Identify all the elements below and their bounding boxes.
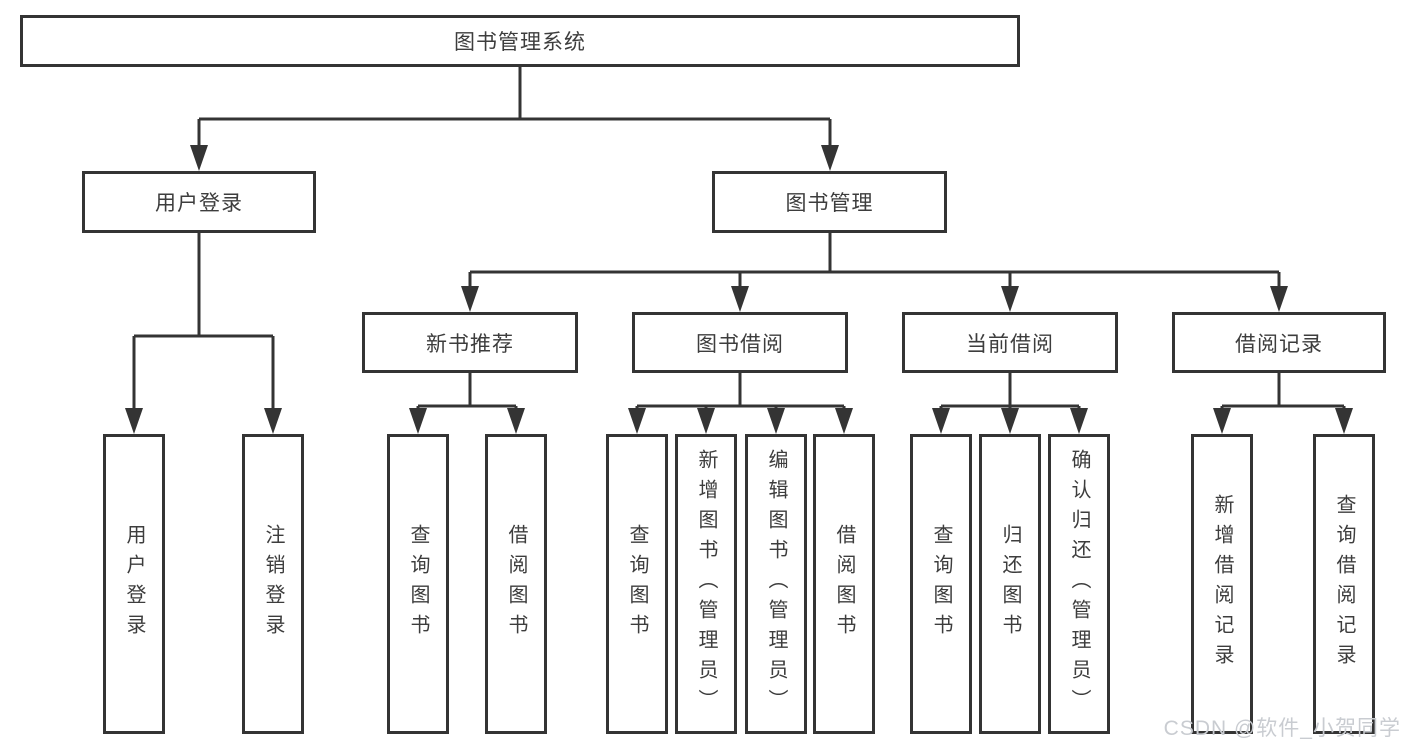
node-leaf-query-books-2: 查询图书: [606, 434, 668, 734]
node-leaf-add-book-admin: 新增图书（管理员）: [675, 434, 737, 734]
node-leaf-query-books-1: 查询图书: [387, 434, 449, 734]
node-leaf-return-books: 归还图书: [979, 434, 1041, 734]
node-current-borrowing: 当前借阅: [902, 312, 1118, 373]
node-leaf-confirm-return-admin: 确认归还（管理员）: [1048, 434, 1110, 734]
node-leaf-query-books-3: 查询图书: [910, 434, 972, 734]
node-new-book-recommend: 新书推荐: [362, 312, 578, 373]
node-leaf-borrow-books-1: 借阅图书: [485, 434, 547, 734]
node-borrowing-records: 借阅记录: [1172, 312, 1386, 373]
node-leaf-borrow-books-2: 借阅图书: [813, 434, 875, 734]
node-leaf-user-login: 用户登录: [103, 434, 165, 734]
arrowheads: [125, 145, 1353, 434]
node-root-library-system: 图书管理系统: [20, 15, 1020, 67]
csdn-watermark: CSDN @软件_小贺同学: [1163, 717, 1401, 740]
node-leaf-edit-book-admin: 编辑图书（管理员）: [745, 434, 807, 734]
node-leaf-query-borrow-record: 查询借阅记录: [1313, 434, 1375, 734]
node-book-management-group: 图书管理: [712, 171, 947, 233]
node-user-login-group: 用户登录: [82, 171, 316, 233]
node-leaf-logout: 注销登录: [242, 434, 304, 734]
node-leaf-add-borrow-record: 新增借阅记录: [1191, 434, 1253, 734]
node-book-borrowing: 图书借阅: [632, 312, 848, 373]
